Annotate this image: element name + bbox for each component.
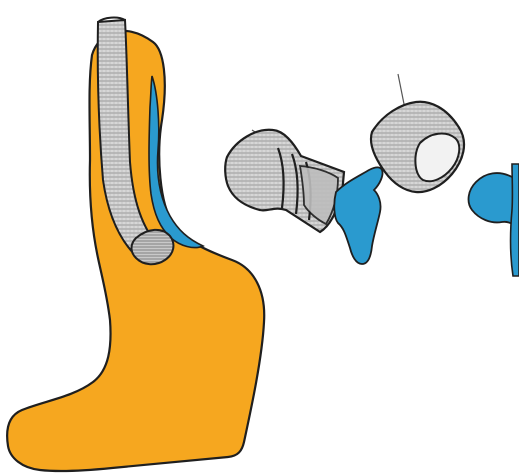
- thin-guide-wire-upper: [398, 74, 404, 104]
- blue-cap-right-stem: [511, 164, 519, 276]
